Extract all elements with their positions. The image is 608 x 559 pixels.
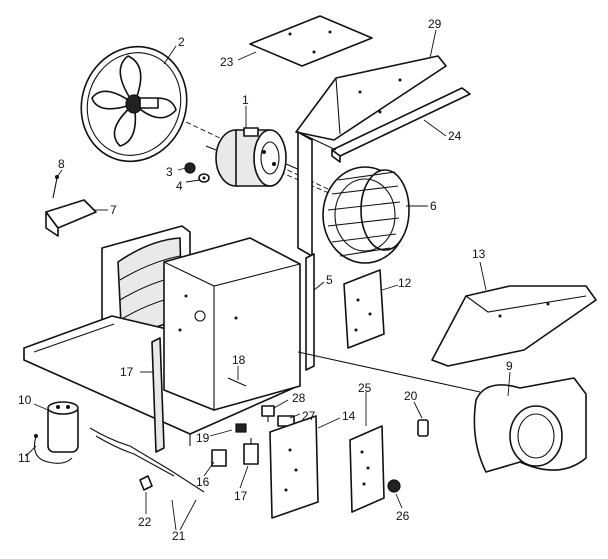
callout-25: 25 [358,381,372,395]
callout-9: 9 [506,359,513,373]
callout-4: 4 [176,179,183,193]
callout-17-upper: 17 [120,365,134,379]
wire-clip [139,475,153,491]
callout-21: 21 [172,529,186,543]
callout-7: 7 [110,203,117,217]
blower-housing-cover [431,285,597,367]
top-rail [331,87,471,163]
callout-5: 5 [326,273,333,287]
callout-2: 2 [178,35,185,49]
top-panel [295,55,447,141]
pin [227,377,247,387]
screw [52,175,59,199]
callout-11: 11 [18,451,31,465]
callout-24: 24 [448,129,462,143]
callout-27: 27 [302,409,316,423]
callout-16: 16 [196,475,210,489]
retaining-clip [417,419,429,437]
callout-3: 3 [166,165,173,179]
condenser-fan-blade [80,45,188,163]
access-plate [343,269,385,349]
callout-10: 10 [18,393,32,407]
blower-wheel [322,166,410,264]
callout-labels: 1 2 3 4 5 6 7 8 9 10 11 12 13 14 16 17 1… [18,17,513,543]
relay-lower [243,438,259,465]
callout-26: 26 [396,509,410,523]
rear-panel-strip [349,425,385,513]
callout-18: 18 [232,353,246,367]
thermostat-switch [261,405,275,422]
callout-19: 19 [196,431,210,445]
callout-13: 13 [472,247,486,261]
control-switch [235,423,247,433]
center-partition-box [163,237,301,411]
callout-22: 22 [138,515,152,529]
vertical-channel [151,337,165,453]
callout-12: 12 [398,276,412,290]
callout-17-lower: 17 [234,489,248,503]
relay [211,449,227,467]
blower-scroll-housing [473,377,587,473]
top-cover-plate [249,15,373,67]
control-panel [269,415,319,519]
control-knob [387,479,401,493]
callout-20: 20 [404,389,418,403]
callout-29: 29 [428,17,442,31]
callout-23: 23 [220,55,234,69]
callout-14: 14 [342,409,356,423]
fan-motor [205,127,301,187]
wiring-harness [89,427,205,493]
motor-washer [198,173,210,183]
leader-lines [25,29,511,531]
divider-line [297,351,481,393]
capacitor [47,401,79,453]
mounting-bracket [45,199,97,237]
callout-8: 8 [58,157,65,171]
callout-6: 6 [430,199,437,213]
side-strip [305,253,315,371]
motor-nut [184,162,196,174]
callout-28: 28 [292,391,306,405]
callout-1: 1 [242,93,249,107]
